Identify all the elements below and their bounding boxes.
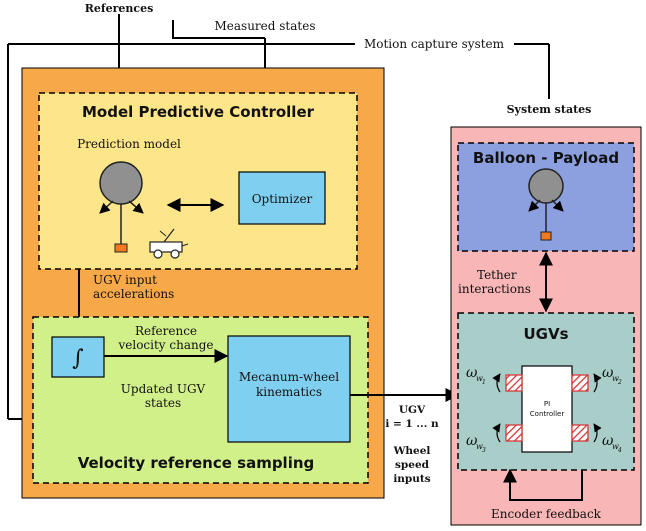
svg-text:w: w [612, 442, 619, 451]
balloon-payload-title: Balloon - Payload [473, 149, 619, 167]
ugv-input-label-1: UGV input [93, 273, 157, 287]
feedback-lines [7, 14, 550, 426]
rotation-arrow-3 [492, 423, 501, 443]
ugvs-title: UGVs [523, 325, 568, 343]
vrs-title: Velocity reference sampling [78, 454, 315, 472]
ugv-cart-icon [149, 228, 189, 259]
mecanum-kinematics-block [227, 335, 351, 443]
omega-w3-label: ω w 3 [466, 433, 486, 454]
wheel-label-1: Wheel [393, 445, 431, 457]
optimizer-label: Optimizer [252, 192, 313, 206]
updated-states-label-2: states [145, 396, 181, 410]
svg-text:2: 2 [617, 379, 622, 386]
svg-text:ω: ω [602, 433, 614, 449]
mecanum-label-2: kinematics [256, 385, 322, 399]
svg-text:4: 4 [617, 447, 622, 454]
omega-w1-label: ω w 1 [466, 365, 486, 386]
mpc-title: Model Predictive Controller [82, 103, 315, 121]
mecanum-label-1: Mecanum-wheel [239, 370, 339, 384]
references-label: References [85, 2, 154, 15]
wheel-1 [505, 374, 523, 392]
rotation-arrow-1 [492, 373, 501, 393]
wheel-4 [571, 424, 589, 442]
wheel-2 [571, 374, 589, 392]
ugv-link-label: UGV [399, 404, 426, 416]
pi-label-2: Controller [530, 410, 565, 418]
svg-text:ω: ω [466, 365, 478, 381]
ref-vel-label-1: Reference [135, 324, 197, 338]
ugv-input-label-2: accelerations [93, 287, 174, 301]
encoder-feedback-arrow [503, 468, 583, 501]
encoder-feedback-label: Encoder feedback [491, 507, 602, 521]
system-states-label: System states [507, 103, 592, 116]
wheel-label-3: inputs [393, 473, 430, 485]
svg-text:ω: ω [466, 433, 478, 449]
svg-text:w: w [612, 374, 619, 383]
motion-capture-label: Motion capture system [364, 37, 505, 51]
tether-label-2: interactions [458, 282, 531, 296]
pi-controller-block [521, 365, 573, 453]
balloon-payload-icon [528, 168, 564, 241]
svg-text:w: w [476, 374, 483, 383]
balloon-model-icon [99, 161, 144, 253]
svg-text:3: 3 [482, 447, 486, 454]
prediction-model-label: Prediction model [77, 137, 181, 151]
optimizer-block [238, 171, 326, 225]
index-link-label: i = 1 ... n [385, 418, 439, 430]
omega-w2-label: ω w 2 [602, 365, 622, 386]
ref-vel-label-2: velocity change [117, 338, 213, 352]
wheel-label-2: speed [395, 459, 430, 471]
updated-states-label-1: Updated UGV [121, 382, 206, 396]
integral-symbol: ∫ [72, 346, 84, 371]
measured-states-label: Measured states [215, 19, 316, 33]
wheel-3 [505, 424, 523, 442]
rotation-arrow-4 [593, 423, 602, 443]
svg-text:w: w [476, 442, 483, 451]
tether-label-1: Tether [477, 268, 517, 282]
integrator-block [51, 336, 105, 378]
omega-w4-label: ω w 4 [602, 433, 622, 454]
pi-label-1: PI [544, 400, 550, 408]
svg-text:ω: ω [602, 365, 614, 381]
svg-text:1: 1 [482, 379, 486, 386]
rotation-arrow-2 [593, 373, 602, 393]
